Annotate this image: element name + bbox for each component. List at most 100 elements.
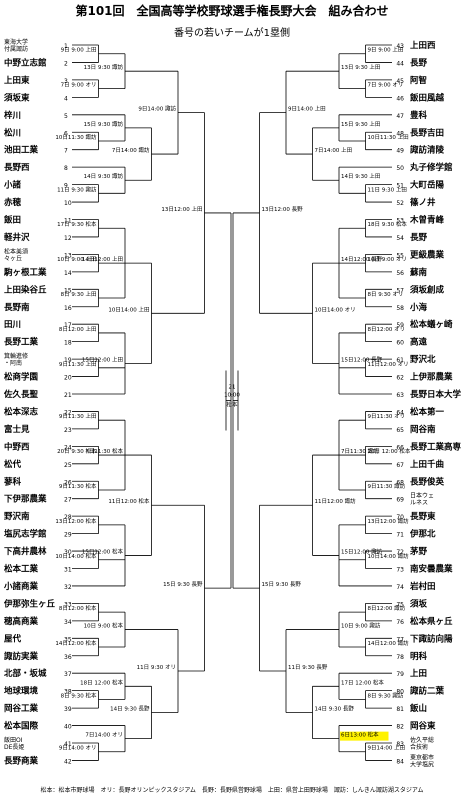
team-name: 々ヶ丘 — [4, 255, 22, 262]
team-name: 長野工業 — [4, 337, 39, 348]
match-info: 11日 9:30 オリ — [137, 664, 176, 671]
team-number: 67 — [396, 462, 404, 469]
team-number: 25 — [64, 462, 72, 469]
team-name: 松本蟻ヶ崎 — [410, 319, 453, 330]
match-info: 7日11:30 松本 — [85, 447, 123, 455]
team-number: 84 — [396, 758, 404, 765]
team-number: 26 — [64, 479, 72, 486]
team-number: 49 — [396, 148, 404, 155]
match-info: 15日12:00 上田 — [82, 355, 123, 363]
team-name: 飯田 — [3, 215, 21, 226]
team-name: 上伊那農業 — [410, 372, 453, 383]
team-number: 81 — [396, 706, 404, 713]
team-name: 伊那弥生ヶ丘 — [3, 598, 56, 609]
match-info: 20日 9:30 松本 — [57, 447, 97, 455]
team-name: 松本国際 — [4, 721, 39, 732]
team-name: 駒ヶ根工業 — [3, 267, 47, 278]
match-info: 7日14:00 諏訪 — [112, 146, 150, 154]
match-info: 7日11:30 諏訪 — [341, 447, 379, 455]
team-name: 地球環境 — [4, 686, 39, 697]
match-info: 15日 9:30 上田 — [341, 120, 380, 128]
team-number: 29 — [64, 532, 72, 539]
team-name: 富士見 — [4, 424, 30, 435]
team-number: 31 — [64, 567, 72, 574]
team-number: 34 — [64, 619, 72, 626]
match-info: 18日 9:30 松本 — [368, 220, 408, 228]
team-number: 32 — [64, 584, 72, 591]
match-info: 14日 9:30 長野 — [315, 704, 355, 712]
team-name: 長野東 — [410, 511, 436, 522]
team-name: 岡谷南 — [410, 424, 436, 435]
match-info: 20日 12:00 松本 — [368, 447, 411, 455]
team-number: 12 — [64, 235, 72, 242]
match-info: 8日 9:30 諏訪 — [368, 691, 404, 699]
match-info: 13日 9:30 諏訪 — [84, 63, 124, 71]
team-number: 76 — [396, 619, 404, 626]
final-match-number: 21 — [229, 385, 236, 391]
team-name: 松商学園 — [4, 372, 38, 383]
team-name: ・阿南 — [4, 359, 22, 367]
team-number: 46 — [396, 95, 404, 102]
team-name: 屋代 — [4, 633, 22, 644]
team-number: 79 — [396, 671, 404, 678]
match-info: 14日12:00 上田 — [82, 255, 123, 263]
team-number: 82 — [396, 724, 404, 731]
team-name: 諏訪実業 — [4, 651, 39, 662]
team-name: 飯山 — [409, 703, 427, 714]
team-name: 松代 — [4, 459, 22, 470]
team-name: 東京都市 — [410, 753, 434, 761]
team-name: 松本美須 — [4, 247, 28, 255]
team-name: 須坂 — [409, 598, 428, 609]
team-number: 48 — [396, 130, 404, 137]
team-name: 日本ウェ — [410, 492, 434, 500]
team-number: 35 — [64, 636, 72, 643]
match-info: 7日14:00 オリ — [85, 732, 123, 739]
match-info: 10日11:30 諏訪 — [55, 133, 97, 141]
match-info: 8日12:00 松本 — [59, 604, 97, 612]
team-number: 38 — [64, 689, 72, 696]
team-number: 57 — [396, 287, 404, 294]
team-number: 27 — [64, 497, 72, 504]
match-info: 13日12:00 長野 — [262, 205, 304, 213]
team-name: 上田染谷丘 — [4, 284, 47, 295]
match-info: 10日 9:00 オリ — [368, 256, 407, 263]
team-number: 58 — [396, 305, 404, 312]
team-name: 長野西 — [4, 162, 30, 173]
team-number: 65 — [396, 427, 404, 434]
team-number: 10 — [64, 200, 72, 207]
match-info: 7日14:00 上田 — [315, 146, 353, 154]
team-name: 上田東 — [4, 75, 30, 86]
match-info: 15日12:00 諏訪 — [341, 547, 383, 555]
team-number: 44 — [396, 60, 404, 67]
team-number: 69 — [396, 497, 404, 504]
match-info: 8日 9:30 オリ — [368, 291, 404, 298]
match-info: 7日 9:00 オリ — [368, 82, 404, 89]
match-info: 8日12:00 オリ — [368, 326, 406, 333]
team-number: 19 — [64, 357, 72, 364]
team-number: 1 — [64, 43, 68, 50]
match-info: 11日12:00 オリ — [368, 361, 409, 368]
match-info: 9日11:30 オリ — [368, 413, 406, 420]
team-name: 須坂東 — [3, 92, 30, 103]
team-name: 岡谷東 — [410, 721, 436, 732]
match-info: 18日 12:00 松本 — [80, 678, 123, 686]
match-info: 10日 9:00 松本 — [84, 622, 124, 630]
team-number: 83 — [396, 741, 404, 748]
match-info: 14日12:00 諏訪 — [368, 639, 410, 647]
match-info: 9日11:30 松本 — [59, 482, 97, 490]
team-number: 23 — [64, 427, 72, 434]
match-info: 8日12:00 諏訪 — [368, 604, 406, 612]
team-number: 22 — [64, 409, 72, 416]
team-name: 軽井沢 — [4, 232, 30, 243]
team-number: 51 — [396, 183, 404, 190]
match-info: 9日 9:00 上田 — [61, 46, 97, 54]
team-number: 15 — [64, 287, 72, 294]
team-name: 中野立志館 — [4, 57, 47, 68]
team-name: 長野南 — [4, 302, 30, 313]
team-name: 飯田OI — [4, 736, 23, 744]
team-number: 11 — [64, 218, 72, 225]
team-number: 28 — [64, 514, 72, 521]
team-number: 13 — [64, 252, 72, 259]
team-number: 53 — [396, 218, 404, 225]
match-info: 9日14:00 上田 — [368, 744, 406, 752]
